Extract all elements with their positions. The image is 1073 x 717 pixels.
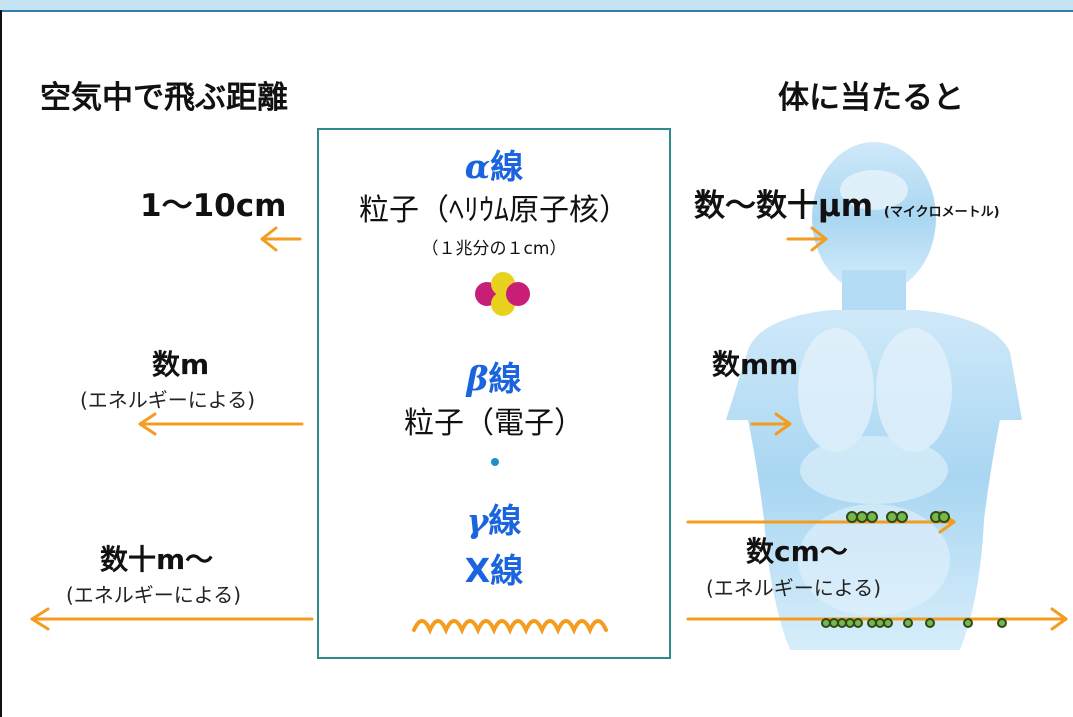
gamma-body-arrow-partial: [686, 510, 956, 534]
helium-nucleus-icon: [475, 272, 530, 316]
beta-air-arrow: [138, 412, 304, 436]
gamma-body-depth: 数cm～: [746, 535, 848, 568]
beta-body-arrow: [750, 412, 792, 436]
xray-title: X線: [319, 544, 669, 592]
alpha-body-depth: 数～数十μm (マイクロメートル): [694, 180, 1000, 225]
alpha-body-depth-note: (マイクロメートル): [883, 205, 1000, 220]
left-border-rule: [0, 10, 2, 717]
body-head: [812, 142, 936, 294]
intestines: [798, 504, 950, 616]
alpha-particle-label: 粒子（ﾍﾘｳﾑ原子核）: [359, 193, 629, 228]
alpha-suffix: 線: [490, 147, 524, 186]
gamma-ray-title: γ線: [319, 494, 669, 542]
electromagnetic-wave-icon: [412, 619, 608, 635]
top-banner: [0, 0, 1073, 12]
alpha-air-arrow: [260, 226, 302, 252]
right-lung: [876, 328, 952, 452]
left-lung: [798, 328, 874, 452]
gamma-air-note: (エネルギーによる): [66, 583, 242, 607]
radiation-types-box: α線 粒子（ﾍﾘｳﾑ原子核） （１兆分の１cm） β線 粒子（電子） γ線 X線: [317, 128, 671, 659]
xray-suffix: 線: [490, 551, 524, 590]
ionization-dots: [821, 511, 1007, 628]
gamma-body-note: (エネルギーによる): [706, 576, 882, 600]
heading-body-effect: 体に当たると: [778, 80, 964, 116]
beta-ray-title: β線: [319, 352, 669, 400]
electron-dot-icon: [491, 458, 499, 466]
beta-air-distance: 数m: [152, 348, 210, 381]
alpha-air-distance: 1～10cm: [140, 188, 287, 224]
heading-air-distance: 空気中で飛ぶ距離: [40, 80, 288, 116]
alpha-body-depth-value: 数～数十μm: [694, 188, 874, 224]
gamma-air-arrow: [30, 607, 314, 631]
stomach-liver: [800, 436, 948, 504]
beta-air-note: (エネルギーによる): [80, 388, 256, 412]
xray-symbol: X: [464, 551, 491, 590]
gamma-symbol: γ: [466, 501, 489, 540]
alpha-ray-title: α線: [319, 140, 669, 188]
beta-body-depth: 数mm: [712, 348, 799, 381]
beta-suffix: 線: [488, 359, 522, 398]
beta-symbol: β: [466, 359, 489, 398]
alpha-body-arrow: [786, 226, 828, 252]
gamma-air-distance: 数十m～: [100, 543, 214, 576]
gamma-suffix: 線: [488, 501, 522, 540]
brain-shape: [840, 170, 908, 210]
alpha-size-note: （１兆分の１cm）: [421, 239, 567, 259]
alpha-symbol: α: [464, 147, 491, 186]
beta-particle-label: 粒子（電子）: [404, 406, 584, 441]
